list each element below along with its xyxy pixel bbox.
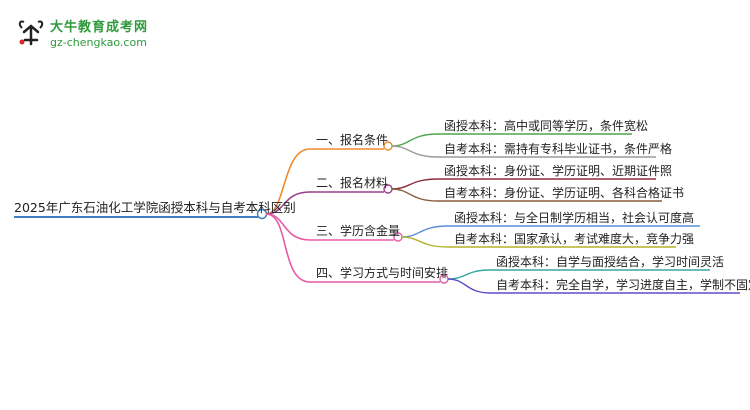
- branch-4-label: 四、学习方式与时间安排: [316, 266, 449, 280]
- bull-logo-icon: [18, 20, 44, 46]
- brand-url: gz-chengkao.com: [50, 36, 147, 49]
- root-to-branch-4: [265, 213, 311, 283]
- leaf-4-2: 自考本科：完全自学，学习进度自主，学制不固定: [496, 278, 750, 292]
- root-to-branch-1: [265, 148, 311, 215]
- leaf-1-1-connector: [391, 133, 632, 147]
- leaf-1-1: 函授本科：高中或同等学历，条件宽松: [444, 119, 649, 133]
- leaf-3-1: 函授本科：与全日制学历相当，社会认可度高: [454, 211, 695, 225]
- brand-logo: 大牛教育成考网 gz-chengkao.com: [16, 18, 148, 52]
- leaf-4-2-connector: [447, 278, 740, 294]
- root-to-branch-3: [265, 213, 311, 241]
- leaf-4-1-connector: [447, 269, 710, 280]
- leaf-1-2: 自考本科：需持有专科毕业证书，条件严格: [444, 142, 673, 156]
- leaf-4-1: 函授本科：自学与面授结合，学习时间灵活: [496, 255, 725, 269]
- leaf-1-2-connector: [391, 145, 656, 158]
- leaf-2-1-connector: [391, 178, 656, 190]
- leaf-3-2-connector: [401, 236, 676, 248]
- brand-name: 大牛教育成考网: [50, 20, 149, 35]
- leaf-2-1: 函授本科：身份证、学历证明、近期证件照: [444, 164, 673, 178]
- leaf-3-2: 自考本科：国家承认，考试难度大，竞争力强: [454, 232, 695, 246]
- branch-3-label: 三、学历含金量: [316, 224, 401, 238]
- root-to-branch-2: [265, 191, 311, 215]
- branch-2-label: 二、报名材料: [316, 176, 389, 190]
- leaf-3-1-connector: [401, 225, 700, 238]
- leaf-2-2-connector: [391, 188, 662, 202]
- leaf-2-2: 自考本科：身份证、学历证明、各科合格证书: [444, 186, 685, 200]
- branch-1-label: 一、报名条件: [316, 133, 389, 147]
- root-topic: 2025年广东石油化工学院函授本科与自考本科区别: [14, 200, 296, 215]
